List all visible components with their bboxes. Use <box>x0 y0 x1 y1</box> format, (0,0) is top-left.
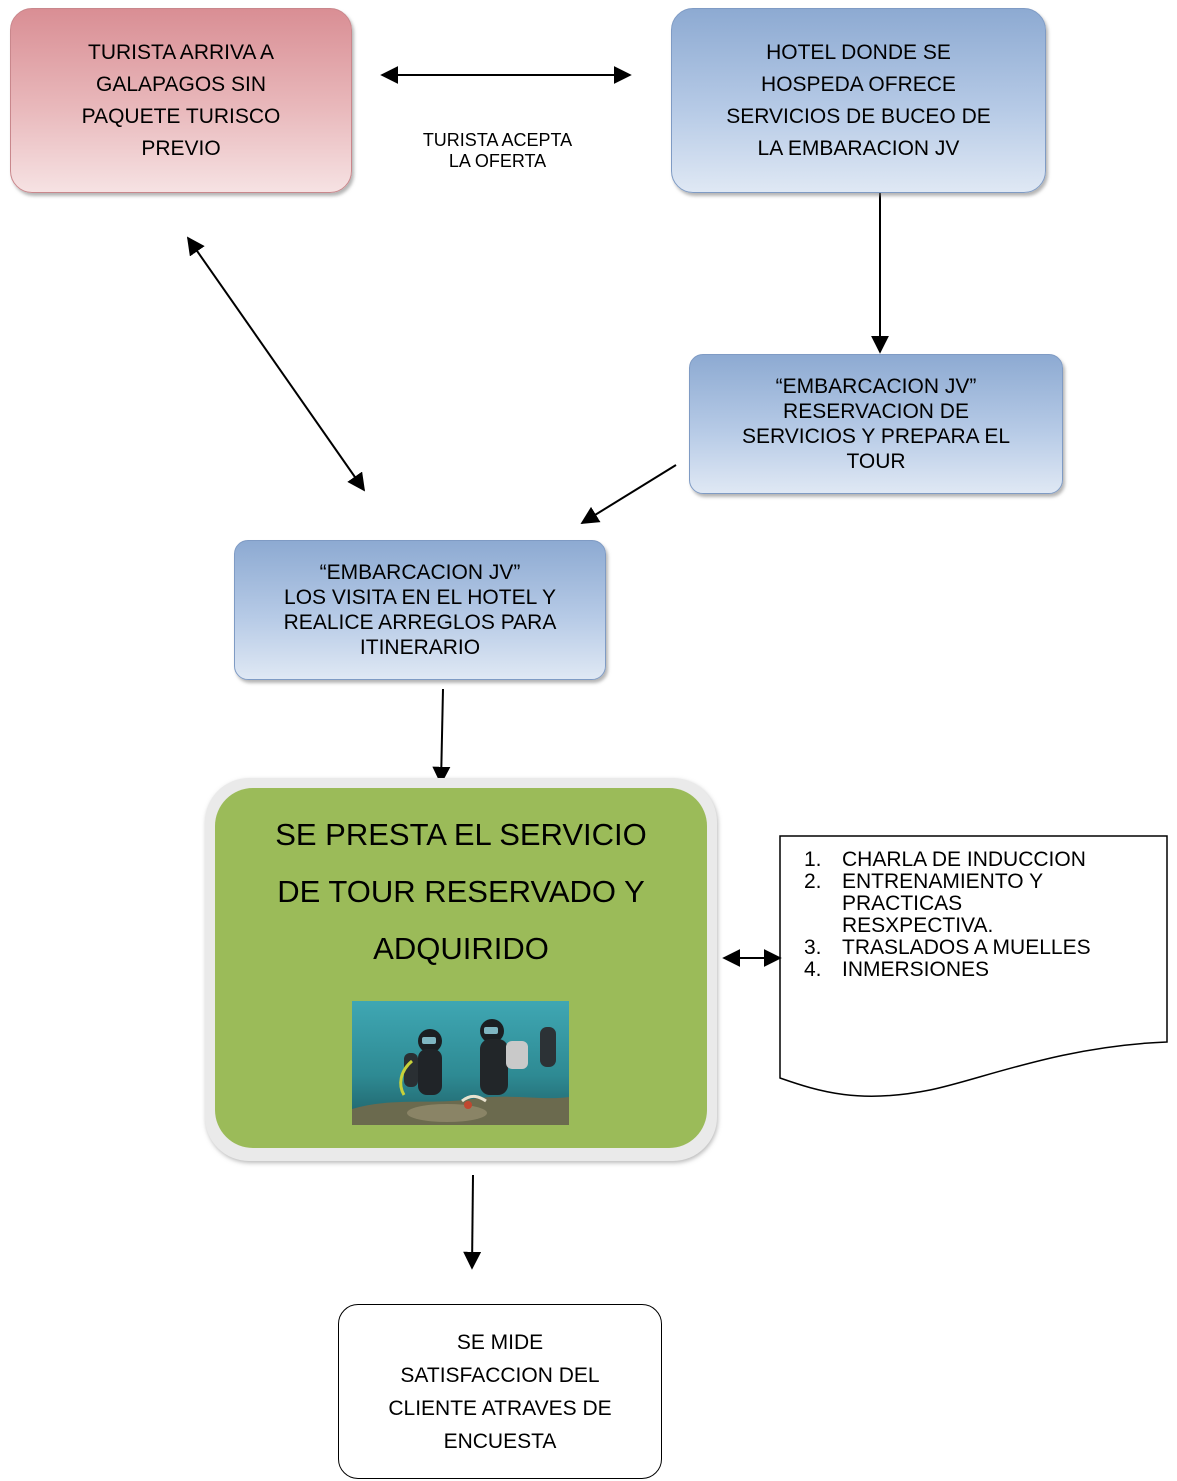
activity-item: 4. INMERSIONES <box>796 959 1146 981</box>
activity-number: 2. <box>804 870 822 893</box>
node-text-line: LOS VISITA EN EL HOTEL Y <box>284 586 556 609</box>
node-tourist-arrives: TURISTA ARRIVA A GALAPAGOS SIN PAQUETE T… <box>10 8 352 193</box>
node-text-line: SATISFACCION DEL <box>400 1363 600 1387</box>
edge-label-line: TURISTA ACEPTA <box>422 130 573 150</box>
node-service-provided: SE PRESTA EL SERVICIO DE TOUR RESERVADO … <box>215 788 707 1148</box>
activity-text: CHARLA DE INDUCCION <box>842 848 1086 871</box>
node-text-line: PAQUETE TURISCO <box>81 104 281 128</box>
activity-number: 3. <box>804 936 822 959</box>
activity-text: INMERSIONES <box>842 958 990 981</box>
activity-item: 1. CHARLA DE INDUCCION <box>796 849 1146 871</box>
node-text-line: GALAPAGOS SIN <box>96 72 266 96</box>
node-text-line: ENCUESTA <box>443 1429 557 1453</box>
edge-label-line: LA OFERTA <box>448 151 547 171</box>
edge-label-accepts-offer: TURISTA ACEPTA LA OFERTA <box>390 130 605 172</box>
activity-number: 4. <box>804 958 822 981</box>
node-text-line: “EMBARCACION JV” <box>319 561 521 584</box>
node-text-line: CLIENTE ATRAVES DE <box>388 1396 612 1420</box>
activity-number: 1. <box>804 848 822 871</box>
arrow-reservation-to-visit <box>580 464 677 524</box>
node-text-line: SERVICIOS DE BUCEO DE <box>726 104 991 128</box>
node-text-line: LA EMBARACION JV <box>757 136 960 160</box>
node-text-line: ADQUIRIDO <box>373 931 549 966</box>
arrow-service-to-satisfaction <box>463 1174 482 1270</box>
diving-photo <box>352 1001 569 1125</box>
arrow-tourist-visit <box>186 236 366 492</box>
activity-item: 3. TRASLADOS A MUELLES <box>796 937 1146 959</box>
activity-document-shape <box>779 835 1168 1097</box>
node-boat-visits: “EMBARCACION JV” LOS VISITA EN EL HOTEL … <box>234 540 606 680</box>
node-text-line: SERVICIOS Y PREPARA EL <box>741 425 1011 448</box>
node-text-line: SE MIDE <box>456 1330 544 1354</box>
node-text-line: SE PRESTA EL SERVICIO <box>275 817 647 852</box>
node-text-line: ITINERARIO <box>359 636 481 659</box>
node-text-line: TURISTA ARRIVA A <box>88 40 274 64</box>
node-text-line: PREVIO <box>141 136 221 160</box>
node-text-line: HOSPEDA OFRECE <box>761 72 956 96</box>
node-text-line: RESERVACION DE <box>783 400 969 423</box>
arrow-visit-to-service <box>432 688 451 785</box>
node-boat-reservation: “EMBARCACION JV” RESERVACION DE SERVICIO… <box>689 354 1063 494</box>
node-text-line: HOTEL DONDE SE <box>766 40 951 64</box>
node-text-line: REALICE ARREGLOS PARA <box>283 611 557 634</box>
activity-text: TRASLADOS A MUELLES <box>842 936 1091 959</box>
node-hotel-offers: HOTEL DONDE SE HOSPEDA OFRECE SERVICIOS … <box>671 8 1046 193</box>
node-text-line: TOUR <box>846 450 906 473</box>
activity-item: 2. ENTRENAMIENTO Y PRACTICAS RESXPECTIVA. <box>796 871 1092 937</box>
node-text-line: “EMBARCACION JV” <box>775 375 977 398</box>
node-text-line: DE TOUR RESERVADO Y <box>277 874 645 909</box>
node-satisfaction-survey: SE MIDE SATISFACCION DEL CLIENTE ATRAVES… <box>338 1304 662 1479</box>
activity-list: 1. CHARLA DE INDUCCION 2. ENTRENAMIENTO Y … <box>796 849 1146 981</box>
activity-text: ENTRENAMIENTO Y PRACTICAS RESXPECTIVA. <box>842 870 1043 937</box>
